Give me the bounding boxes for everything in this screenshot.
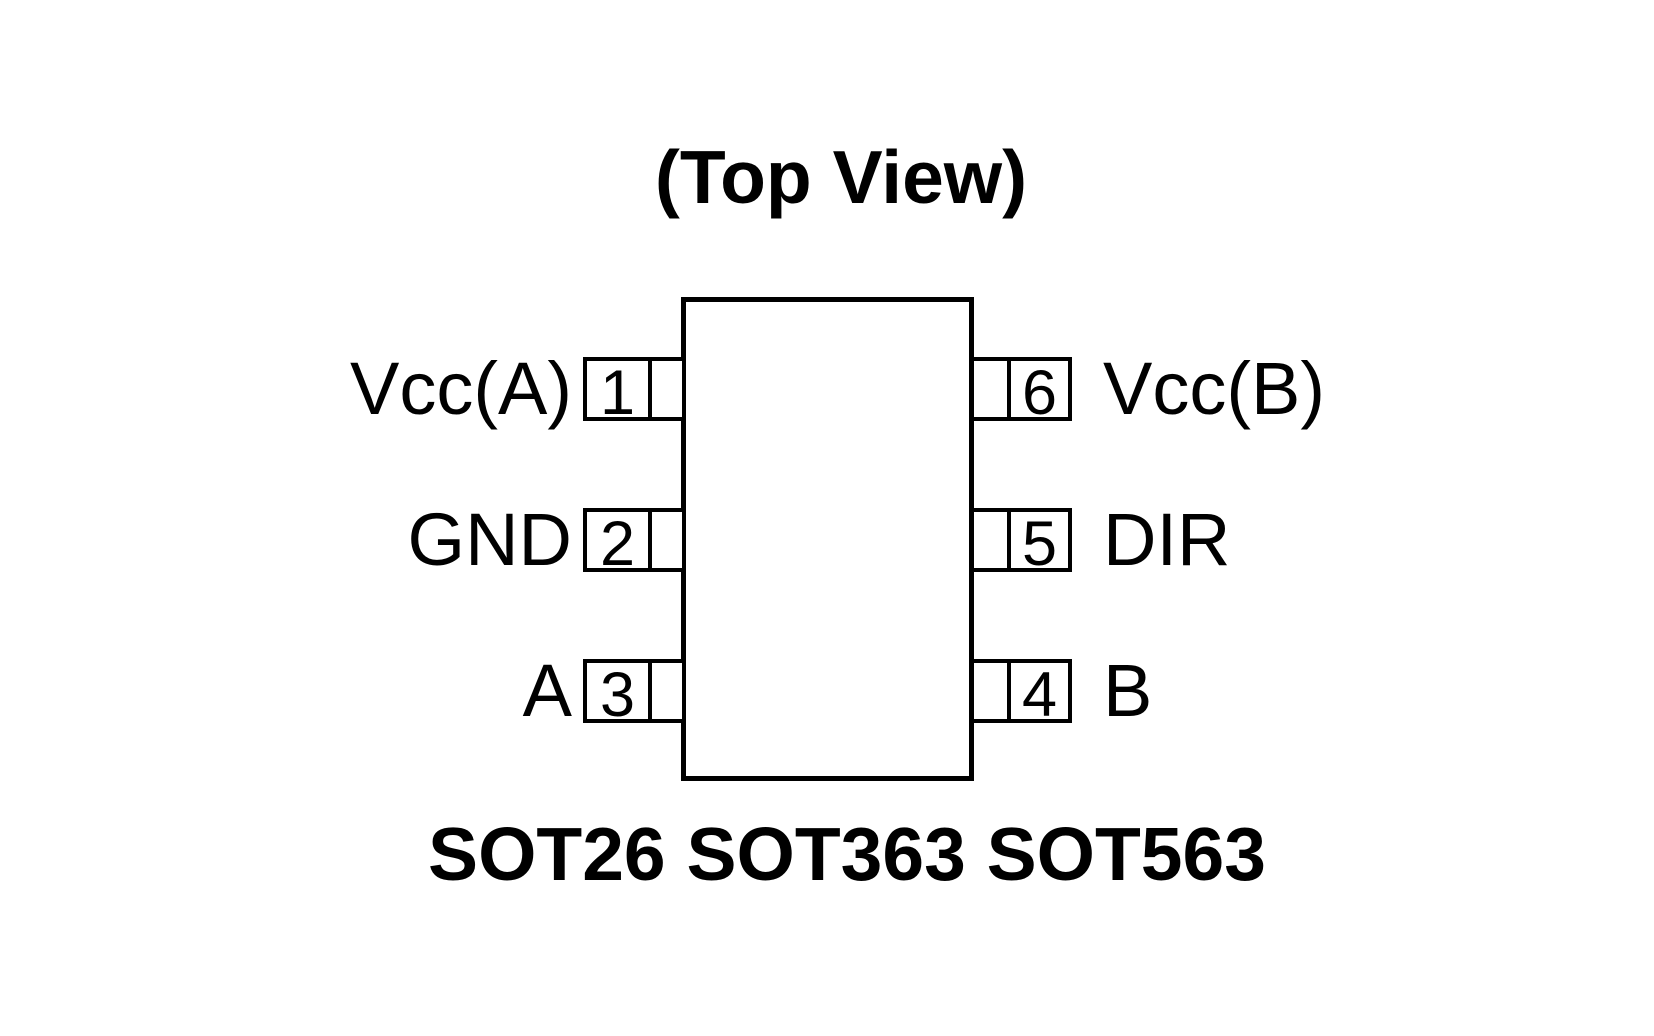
pin-3-box: 3	[583, 659, 682, 730]
pin-3-number: 3	[587, 660, 652, 730]
pin-1-number: 1	[587, 358, 652, 428]
pin-6-label: Vcc(B)	[1103, 347, 1325, 430]
pin-1-box: 1	[583, 357, 682, 428]
pin-5-box: 5	[974, 508, 1072, 579]
pin-2-number: 2	[587, 509, 652, 579]
pin-5-lead	[974, 512, 1007, 568]
pin-1-lead	[652, 361, 682, 417]
package-names-caption: SOT26 SOT363 SOT563	[428, 812, 1266, 896]
pin-1-label: Vcc(A)	[350, 347, 572, 430]
pin-4-label: B	[1103, 649, 1153, 732]
pin-2-box: 2	[583, 508, 682, 579]
pin-3-lead	[652, 663, 682, 719]
chip-body	[681, 297, 974, 781]
pin-6-number: 6	[1007, 358, 1068, 428]
pin-3-label: A	[522, 649, 572, 732]
pin-2-lead	[652, 512, 682, 568]
pin-4-number: 4	[1007, 660, 1068, 730]
top-view-title: (Top View)	[654, 135, 1028, 219]
pin-2-label: GND	[407, 498, 572, 581]
pin-5-number: 5	[1007, 509, 1068, 579]
pin-4-box: 4	[974, 659, 1072, 730]
pin-5-label: DIR	[1103, 498, 1231, 581]
pin-4-lead	[974, 663, 1007, 719]
pin-6-box: 6	[974, 357, 1072, 428]
pin-6-lead	[974, 361, 1007, 417]
